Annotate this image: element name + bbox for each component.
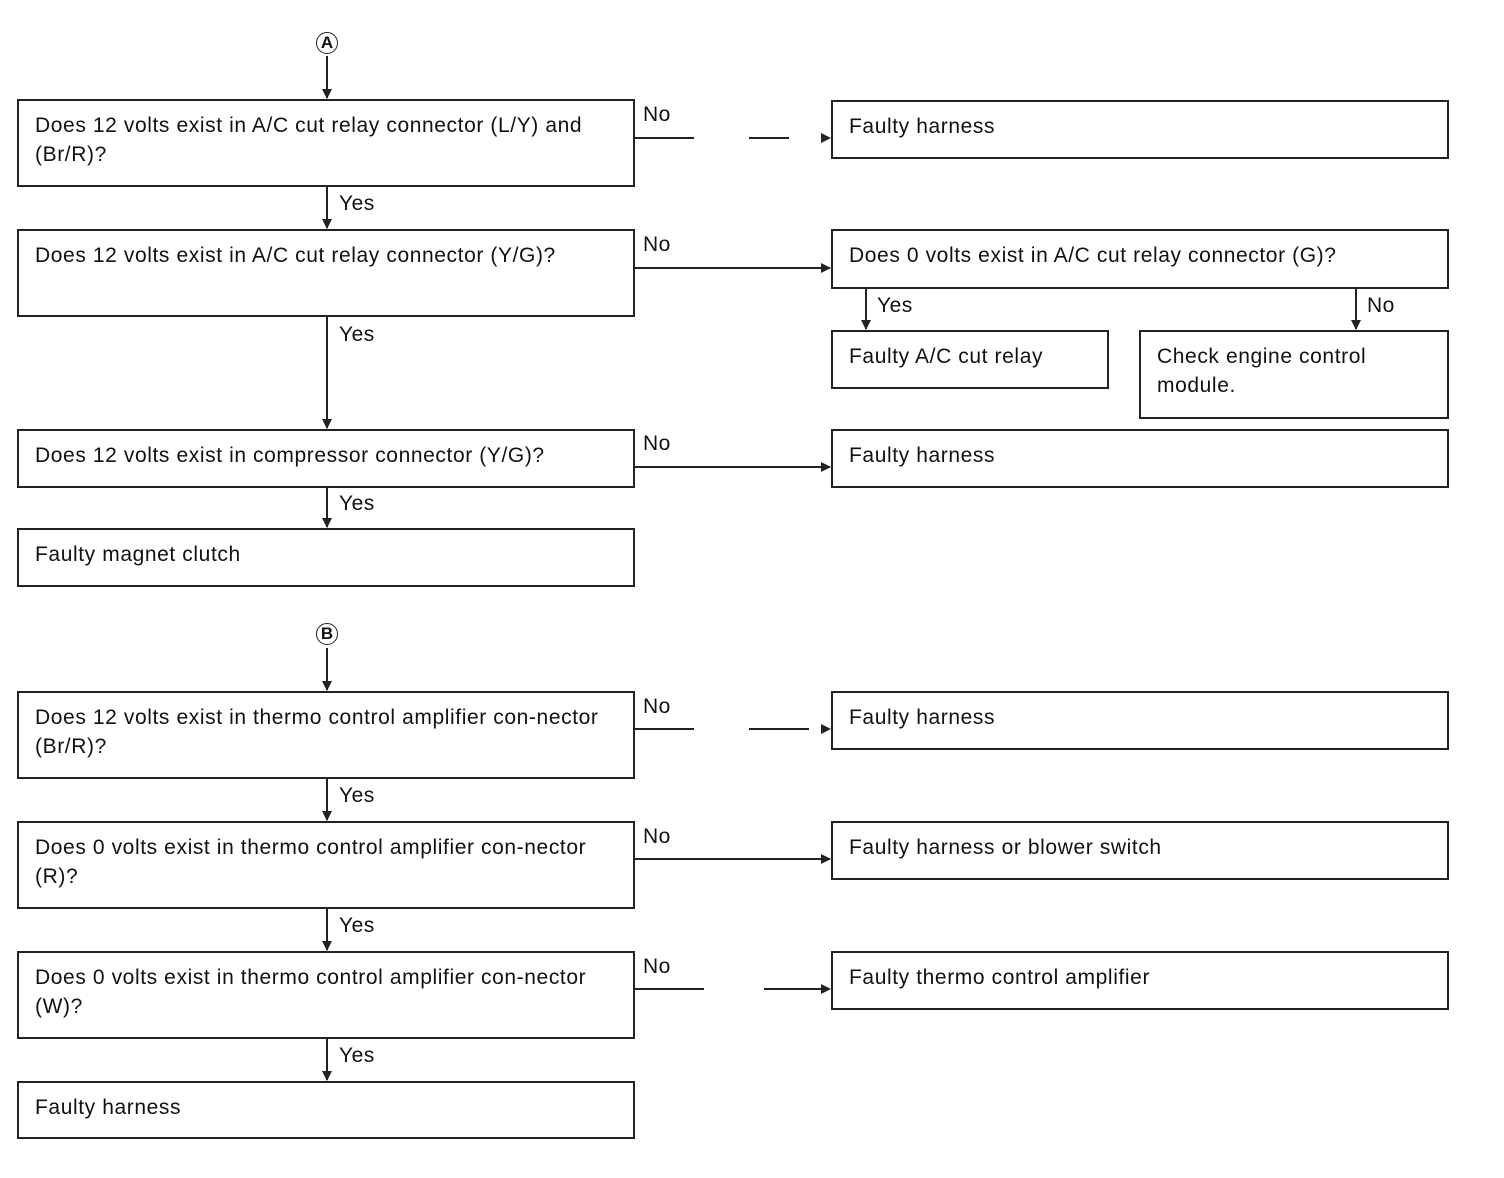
b-q2-no-box: Faulty harness or blower switch [831,821,1449,880]
label-yes: Yes [339,192,375,215]
label-no: No [643,233,671,256]
a-q3-yes-box: Faulty magnet clutch [17,528,635,587]
label-no: No [643,825,671,848]
a-q2-no-yes-box: Faulty A/C cut relay [831,330,1109,389]
start-marker-a: A [316,32,338,54]
a-q1-no-box: Faulty harness [831,100,1449,159]
a-q2-no-no-box: Check engine control module. [1139,330,1449,419]
label-no: No [643,955,671,978]
a-q3-box: Does 12 volts exist in compressor connec… [17,429,635,488]
label-no: No [643,432,671,455]
a-q1-box: Does 12 volts exist in A/C cut relay con… [17,99,635,187]
a-q2-no-box: Does 0 volts exist in A/C cut relay conn… [831,229,1449,289]
b-q1-box: Does 12 volts exist in thermo control am… [17,691,635,779]
start-marker-b: B [316,623,338,645]
label-yes: Yes [339,1044,375,1067]
label-yes: Yes [877,294,913,317]
label-no: No [1367,294,1395,317]
b-q2-box: Does 0 volts exist in thermo control amp… [17,821,635,909]
b-q3-box: Does 0 volts exist in thermo control amp… [17,951,635,1039]
label-yes: Yes [339,784,375,807]
label-no: No [643,103,671,126]
label-yes: Yes [339,323,375,346]
label-yes: Yes [339,914,375,937]
b-q3-no-box: Faulty thermo control amplifier [831,951,1449,1010]
b-q1-no-box: Faulty harness [831,691,1449,750]
a-q2-box: Does 12 volts exist in A/C cut relay con… [17,229,635,317]
a-q3-no-box: Faulty harness [831,429,1449,488]
b-q3-yes-box: Faulty harness [17,1081,635,1139]
label-yes: Yes [339,492,375,515]
label-no: No [643,695,671,718]
